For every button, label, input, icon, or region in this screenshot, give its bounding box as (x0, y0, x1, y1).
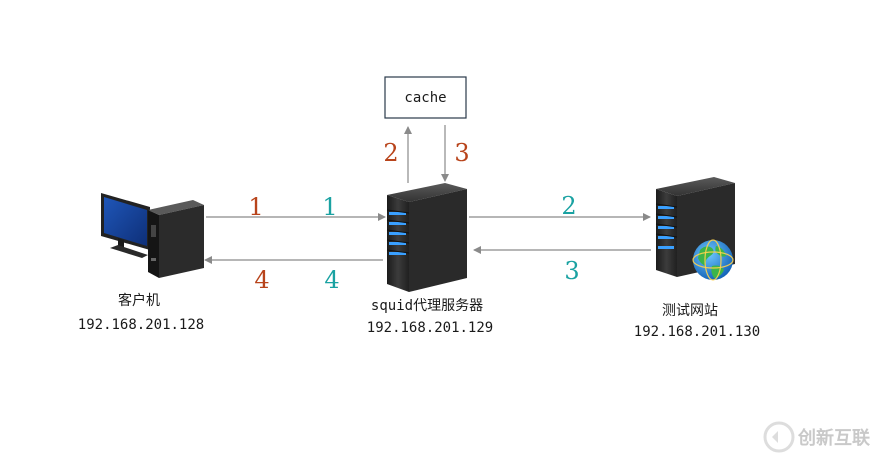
step-proxy-to-client-left: 4 (254, 266, 269, 294)
step-proxy-to-cache: 2 (383, 139, 398, 167)
client-name: 客户机 (118, 292, 160, 309)
step-proxy-to-client-right: 4 (324, 266, 339, 294)
client-ip: 192.168.201.128 (78, 317, 204, 333)
globe-icon (692, 239, 734, 281)
proxy-ip: 192.168.201.129 (367, 320, 493, 336)
client-computer-icon (101, 193, 204, 278)
step-website-to-proxy: 3 (564, 257, 579, 285)
cache-label: cache (404, 90, 446, 106)
step-client-to-proxy-right: 1 (322, 193, 337, 221)
step-cache-to-proxy: 3 (454, 139, 469, 167)
step-client-to-proxy-left: 1 (248, 193, 263, 221)
watermark-text: 创新互联 (797, 427, 870, 449)
cache-box (384, 76, 467, 119)
step-proxy-to-website: 2 (561, 192, 576, 220)
watermark-logo-icon (763, 421, 795, 453)
proxy-server-icon (386, 183, 467, 292)
proxy-name: squid代理服务器 (371, 298, 483, 314)
website-ip: 192.168.201.130 (634, 324, 760, 340)
website-name: 测试网站 (662, 303, 718, 319)
